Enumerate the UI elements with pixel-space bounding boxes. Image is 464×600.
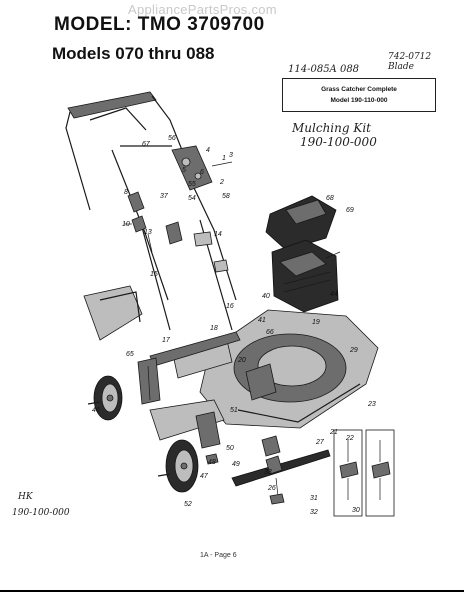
mulching-insert-detail xyxy=(333,429,395,517)
part-callout-41: 41 xyxy=(258,317,266,324)
part-callout-46: 46 xyxy=(92,407,100,414)
part-callout-56: 56 xyxy=(168,135,176,142)
handwritten-hk-number: 190-100-000 xyxy=(12,508,70,518)
part-callout-15: 15 xyxy=(150,271,158,278)
part-callout-33: 33 xyxy=(264,469,272,476)
page-number: 1A - Page 6 xyxy=(200,552,237,559)
part-callout-29: 29 xyxy=(349,347,358,354)
part-callout-40: 40 xyxy=(262,293,270,300)
part-callout-54: 54 xyxy=(188,195,196,202)
part-callout-27: 27 xyxy=(315,439,325,446)
bottom-rule xyxy=(0,590,464,592)
grass-catcher-box: Grass Catcher Complete Model 190-110-000 xyxy=(282,78,436,112)
part-callout-69: 69 xyxy=(346,207,354,214)
height-adjuster xyxy=(137,357,161,405)
part-callout-21: 21 xyxy=(329,429,338,436)
handle-grip xyxy=(65,91,183,211)
part-callout-1: 1 xyxy=(222,155,226,162)
handwritten-hk: HK xyxy=(18,492,33,502)
mower-deck xyxy=(199,309,379,429)
front-wheel xyxy=(157,439,199,493)
part-callout-16: 16 xyxy=(226,303,234,310)
part-callout-3: 3 xyxy=(229,152,233,159)
part-callout-32: 32 xyxy=(310,509,318,516)
part-callout-52: 52 xyxy=(184,501,192,508)
mulching-kit-number: 190-100-000 xyxy=(300,135,377,149)
part-callout-19: 19 xyxy=(312,319,320,326)
part-callout-14: 14 xyxy=(214,231,222,238)
part-callout-58: 58 xyxy=(222,193,230,200)
part-callout-8: 8 xyxy=(124,189,128,196)
lower-handle xyxy=(139,219,233,331)
part-callout-50: 50 xyxy=(226,445,234,452)
part-callout-13: 13 xyxy=(144,229,152,236)
watermark: AppliancePartsPros.com xyxy=(128,2,277,17)
part-callout-5: 5 xyxy=(182,167,186,174)
models-range: Models 070 thru 088 xyxy=(52,44,215,63)
control-bracket xyxy=(171,145,233,191)
part-callout-26: 26 xyxy=(267,485,276,492)
model-title: MODEL: TMO 3709700 xyxy=(54,14,265,35)
part-callout-31: 31 xyxy=(310,495,318,502)
handwritten-part-number: 114-085A 088 xyxy=(288,64,360,75)
part-callout-65: 65 xyxy=(126,351,134,358)
part-callout-67: 67 xyxy=(142,141,151,148)
part-callout-10: 10 xyxy=(122,221,130,228)
part-callout-37: 37 xyxy=(160,193,169,200)
part-callout-17: 17 xyxy=(162,337,171,344)
part-callout-51: 51 xyxy=(230,407,238,414)
part-callout-6: 6 xyxy=(200,169,204,176)
grass-catcher-model: Model 190-110-000 xyxy=(330,97,388,104)
part-callout-30: 30 xyxy=(352,507,360,514)
part-callout-22: 22 xyxy=(345,435,354,442)
part-callout-47: 47 xyxy=(200,473,209,480)
rear-wheel xyxy=(87,375,123,421)
engine-shroud xyxy=(265,195,337,251)
part-callout-23: 23 xyxy=(367,401,376,408)
part-callout-48: 48 xyxy=(208,459,216,466)
left-hardware xyxy=(124,191,183,253)
handwritten-blade-note: 742-0712 Blade xyxy=(388,52,432,72)
part-callout-49: 49 xyxy=(232,461,240,468)
mulching-kit-label: Mulching Kit xyxy=(292,121,371,135)
part-callout-18: 18 xyxy=(210,325,218,332)
part-callout-4: 4 xyxy=(206,147,210,154)
rear-flap xyxy=(83,285,143,341)
part-callout-44: 44 xyxy=(330,291,338,298)
engine xyxy=(271,239,341,313)
part-callout-55: 55 xyxy=(188,181,196,188)
blade-assembly xyxy=(231,435,331,505)
grass-catcher-title: Grass Catcher Complete xyxy=(321,86,397,93)
front-skirt xyxy=(149,399,225,465)
part-callout-20: 20 xyxy=(237,357,246,364)
part-callout-2: 2 xyxy=(219,179,224,186)
part-callout-66: 66 xyxy=(266,329,274,336)
rear-skirt xyxy=(149,331,241,379)
part-callout-68: 68 xyxy=(326,195,334,202)
